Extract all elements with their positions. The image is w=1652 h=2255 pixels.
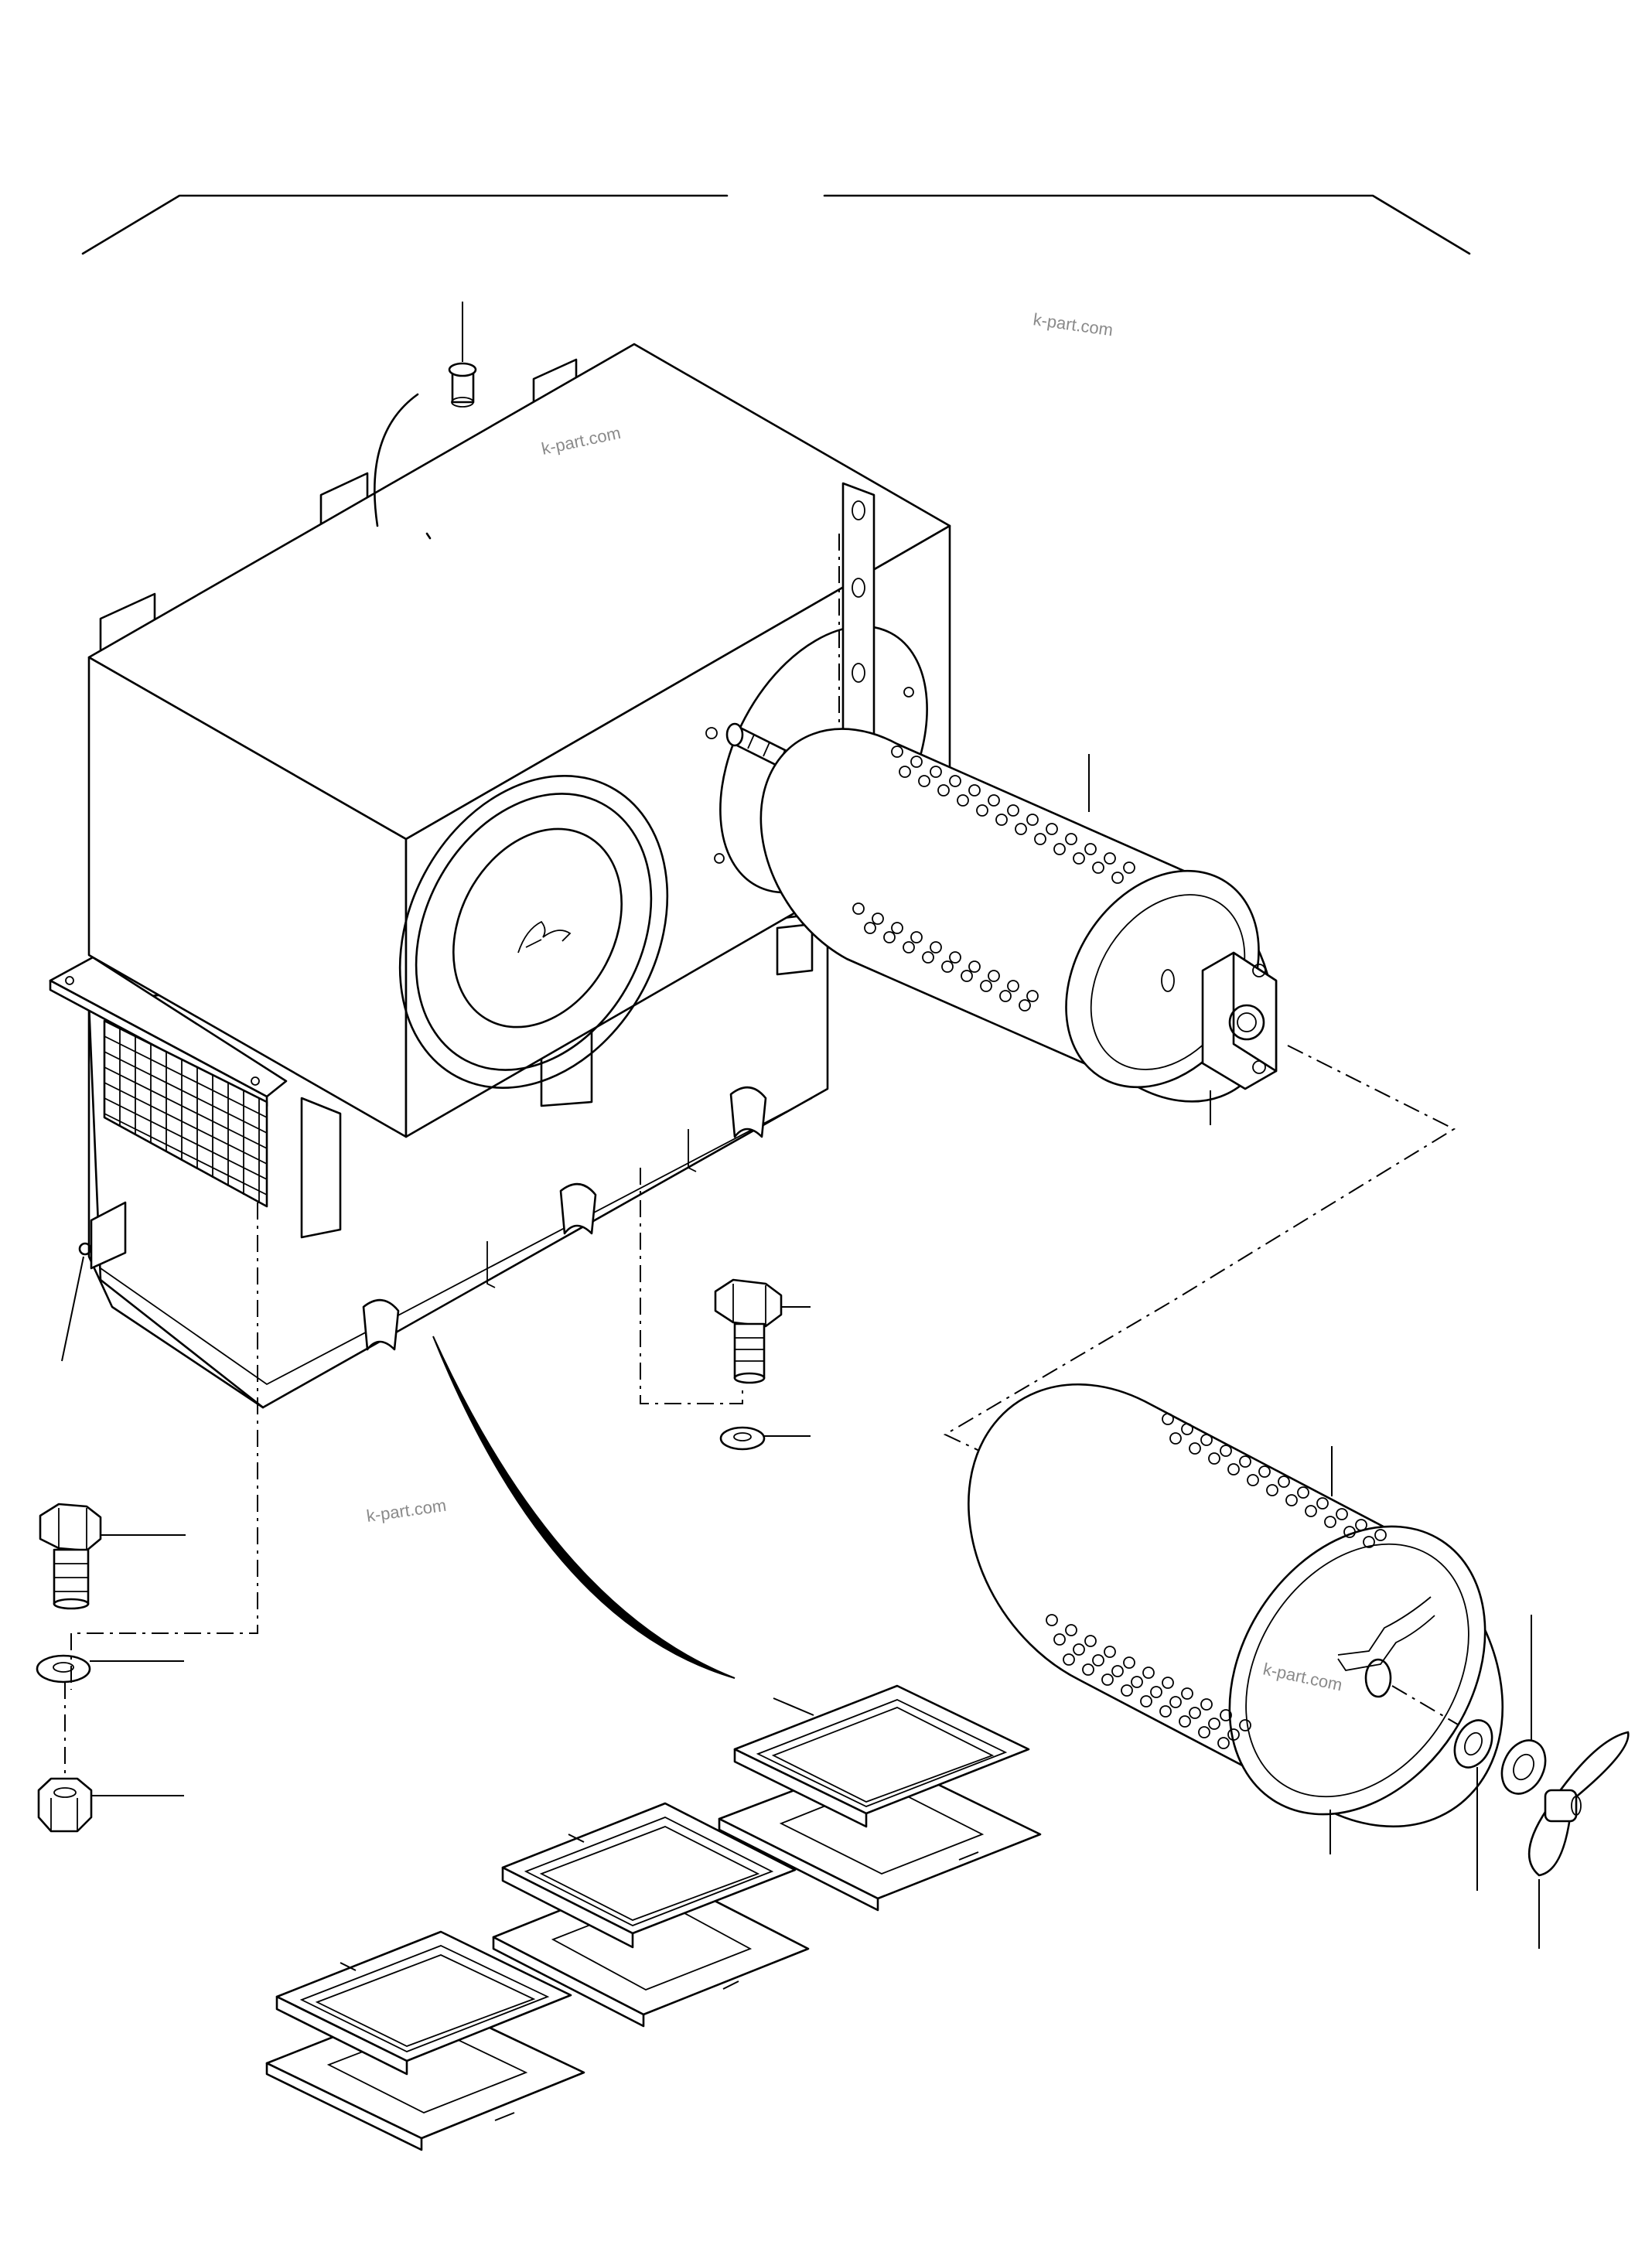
flat-washer bbox=[640, 1168, 811, 1451]
holes bbox=[1046, 1413, 1387, 1749]
watermark: k-part.com bbox=[365, 1496, 447, 1526]
latch bbox=[362, 1086, 767, 1351]
group-bracket bbox=[81, 194, 1471, 255]
filter-frame bbox=[275, 1930, 572, 2076]
filter-frame bbox=[733, 1684, 1030, 1828]
perforated-cylinder-large bbox=[967, 1383, 1504, 1854]
wing-nut bbox=[1527, 1731, 1630, 1949]
swoop-arrow bbox=[432, 1336, 736, 1679]
hex-nut bbox=[37, 1777, 184, 1833]
spacer bbox=[1500, 1615, 1547, 1795]
filter-set-middle bbox=[492, 1802, 810, 2028]
fan-cover bbox=[398, 775, 669, 1089]
fitting bbox=[374, 302, 477, 540]
holes bbox=[852, 745, 1135, 1012]
filter-frame bbox=[501, 1802, 797, 1949]
end-plate-bracket bbox=[1201, 951, 1278, 1125]
hex-bolt bbox=[714, 1278, 811, 1384]
filter-set-top bbox=[718, 1684, 1042, 1912]
washer bbox=[1453, 1719, 1493, 1891]
filter-set-bottom bbox=[265, 1930, 585, 2151]
housing-assembly bbox=[49, 343, 951, 1409]
flat-washer bbox=[36, 1654, 184, 1684]
vent-grille bbox=[103, 1019, 268, 1208]
watermark: k-part.com bbox=[1032, 309, 1114, 339]
hex-bolt bbox=[39, 1503, 186, 1610]
